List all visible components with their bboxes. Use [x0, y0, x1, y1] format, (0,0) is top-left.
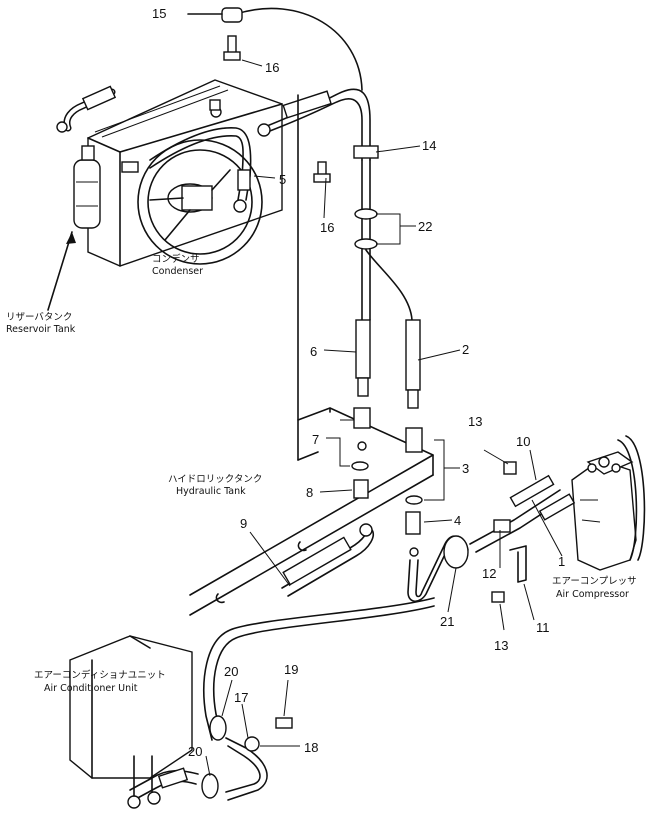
callout-13-top: 13 — [468, 414, 482, 429]
air-compressor — [571, 435, 646, 571]
callout-9: 9 — [240, 516, 247, 531]
callout-8: 8 — [306, 485, 313, 500]
callout-22: 22 — [418, 219, 432, 234]
condenser-label-en: Condenser — [152, 266, 203, 277]
callout-6: 6 — [310, 344, 317, 359]
callout-5: 5 — [279, 172, 286, 187]
component-labels: コンデンサ Condenser リザーバタンク Reservoir Tank ハ… — [6, 253, 637, 694]
callout-4: 4 — [454, 513, 461, 528]
condenser-label-jp: コンデンサ — [152, 253, 200, 265]
callout-10: 10 — [516, 434, 530, 449]
callout-11: 11 — [536, 620, 550, 635]
callout-14: 14 — [422, 138, 436, 153]
reservoir-label-jp: リザーバタンク — [6, 312, 72, 323]
callout-2: 2 — [462, 342, 469, 357]
compressor-label-en: Air Compressor — [556, 589, 629, 600]
callout-20-top: 20 — [224, 664, 238, 679]
callout-numbers: 15 16 5 14 16 22 6 2 7 3 8 4 9 13 10 1 1… — [152, 6, 565, 759]
compressor-label-jp: エアーコンプレッサ — [552, 576, 637, 587]
condenser — [87, 79, 283, 267]
reservoir-tank — [47, 145, 101, 311]
hydraulic-label-en: Hydraulic Tank — [176, 486, 246, 497]
callout-1: 1 — [558, 554, 565, 569]
callout-12: 12 — [482, 566, 496, 581]
leader-lines — [188, 13, 563, 777]
hydraulic-tank — [189, 94, 434, 616]
callout-15: 15 — [152, 6, 166, 21]
callout-16-top: 16 — [265, 60, 279, 75]
callout-3: 3 — [462, 461, 469, 476]
hydraulic-label-jp: ハイドロリックタンク — [168, 474, 262, 485]
acunit-label-jp: エアーコンディショナユニット — [34, 669, 166, 681]
callout-18: 18 — [304, 740, 318, 755]
callout-13-bottom: 13 — [494, 638, 508, 653]
callout-21: 21 — [440, 614, 454, 629]
air-conditioner-unit — [69, 635, 193, 779]
reservoir-label-en: Reservoir Tank — [6, 324, 76, 335]
acunit-label-en: Air Conditioner Unit — [44, 683, 138, 694]
callout-20-bottom: 20 — [188, 744, 202, 759]
callout-17: 17 — [234, 690, 248, 705]
callout-7: 7 — [312, 432, 319, 447]
callout-16-mid: 16 — [320, 220, 334, 235]
callout-19: 19 — [284, 662, 298, 677]
